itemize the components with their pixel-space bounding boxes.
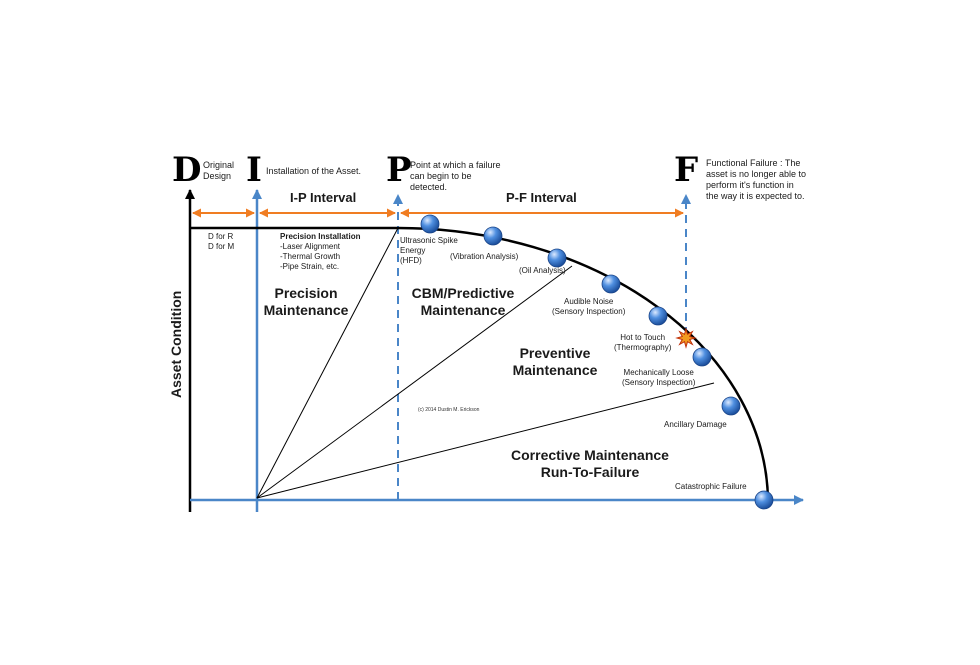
failure-star (675, 327, 697, 349)
precision-list: Precision Installation -Laser Alignment … (280, 232, 360, 272)
region-precision-maintenance: Precision Maintenance (263, 285, 349, 318)
marker-d-note: Original Design (203, 160, 235, 181)
pf-curve (190, 226, 770, 501)
curve-label-catastrophic: Catastrophic Failure (675, 482, 747, 491)
marker-p-letter: P (386, 150, 412, 190)
y-axis-label: Asset Condition (168, 290, 184, 398)
curve-label-vibration: (Vibration Analysis) (450, 252, 519, 261)
precision-list-item: -Pipe Strain, etc. (280, 262, 340, 271)
curve-label-ultrasonic: Ultrasonic Spike Energy (HFD) (400, 236, 458, 265)
marker-f-note: Functional Failure : The asset is no lon… (706, 158, 807, 201)
region-corrective: Corrective Maintenance Run-To-Failure (511, 447, 669, 480)
curve-label-mechanically-loose: Mechanically Loose (Sensory Inspection) (622, 368, 696, 387)
marker-f-letter: F (674, 150, 699, 190)
curve-point-audible (601, 274, 621, 294)
marker-d-letter: D (172, 150, 202, 190)
fan-line (256, 382, 715, 499)
curve-point-catastrophic (754, 490, 774, 510)
precision-list-title: Precision Installation (280, 232, 361, 241)
curve-point-vibration (483, 226, 503, 246)
precision-list-item: -Laser Alignment (280, 242, 341, 251)
fan-line (256, 265, 573, 499)
pf-interval-label: P-F Interval (506, 190, 577, 205)
curve-point-oil (547, 248, 567, 268)
design-note: D for R D for M (208, 232, 235, 251)
fan-line (256, 227, 399, 499)
marker-i-note: Installation of the Asset. (266, 166, 362, 176)
region-preventive: Preventive Maintenance (512, 345, 598, 378)
ip-interval-label: I-P Interval (290, 190, 357, 205)
curve-label-hot-to-touch: Hot to Touch (Thermography) (614, 333, 672, 352)
region-cbm-predictive: CBM/Predictive Maintenance (411, 285, 515, 318)
curve-label-oil: (Oil Analysis) (519, 266, 566, 275)
curve-point-ultrasonic (420, 214, 440, 234)
marker-i-letter: I (246, 150, 262, 190)
curve-point-mechanically-loose (692, 347, 712, 367)
curve-point-ancillary (721, 396, 741, 416)
marker-p-note: Point at which a failure can begin to be… (410, 160, 501, 192)
precision-list-item: -Thermal Growth (280, 252, 341, 261)
curve-point-hot-to-touch (648, 306, 668, 326)
copyright-note: (c) 2014 Dustin M. Erickson (418, 407, 480, 413)
curve-label-audible: Audible Noise (Sensory Inspection) (552, 297, 626, 316)
curve-label-ancillary: Ancillary Damage (664, 420, 727, 429)
